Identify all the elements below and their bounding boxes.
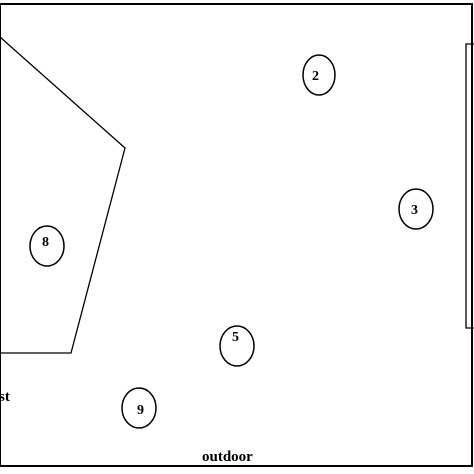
node-8-circle (29, 225, 65, 267)
node-3: 3 (398, 188, 434, 230)
node-9-label: 9 (137, 403, 144, 418)
left-room-outline (0, 36, 126, 354)
right-room-outline (465, 43, 474, 329)
node-8-label: 8 (42, 235, 49, 250)
outdoor-label: outdoor (202, 449, 253, 465)
node-5-label: 5 (232, 330, 239, 345)
partial-area-label: st (0, 389, 10, 405)
node-9-circle (121, 387, 157, 429)
node-3-label: 3 (411, 203, 418, 218)
node-3-circle (398, 188, 434, 230)
outer-frame (0, 3, 473, 467)
node-5: 5 (219, 325, 255, 367)
node-2: 2 (302, 54, 336, 96)
node-5-circle (219, 325, 255, 367)
node-2-label: 2 (312, 69, 319, 84)
node-8: 8 (29, 225, 65, 267)
node-2-circle (302, 54, 336, 96)
node-9: 9 (121, 387, 157, 429)
